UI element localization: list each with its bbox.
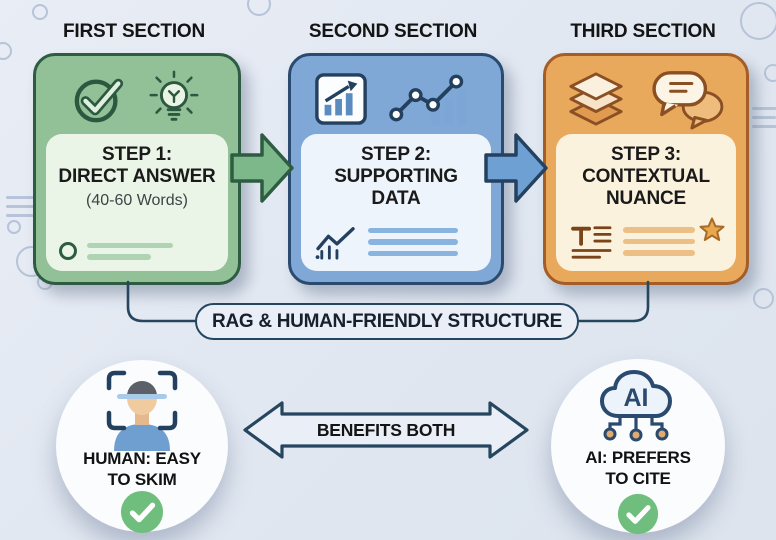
- step2-card: STEP 2: SUPPORTING DATA: [288, 53, 504, 285]
- line-chart-dots-icon: [389, 74, 467, 126]
- bar-chart-icon: [315, 73, 367, 125]
- ai-label: AI: PREFERS TO CITE: [551, 447, 725, 489]
- placeholder-lines: [87, 242, 173, 260]
- human-label-line1: HUMAN: EASY: [83, 449, 201, 468]
- ai-label-line2: TO CITE: [605, 469, 671, 488]
- decorative-circle: [753, 288, 774, 309]
- step3-placeholder-row: [569, 217, 725, 260]
- section-header-second: SECOND SECTION: [308, 21, 478, 42]
- ai-cloud-icon: AI: [600, 370, 672, 442]
- human-label-line2: TO SKIM: [107, 470, 177, 489]
- placeholder-line: [368, 227, 458, 234]
- step2-placeholder-row: [314, 224, 458, 260]
- step1-panel: STEP 1: DIRECT ANSWER (40-60 Words): [46, 134, 228, 271]
- step1-card: STEP 1: DIRECT ANSWER (40-60 Words): [33, 53, 241, 285]
- structure-banner-label: RAG & HUMAN-FRIENDLY STRUCTURE: [212, 310, 562, 332]
- chat-bubbles-icon: [652, 71, 724, 130]
- decorative-line: [6, 214, 48, 217]
- text-block-icon: [571, 226, 612, 259]
- structure-banner: RAG & HUMAN-FRIENDLY STRUCTURE: [195, 303, 579, 340]
- step1-subtitle: (40-60 Words): [86, 192, 188, 209]
- section-header-third: THIRD SECTION: [570, 21, 716, 42]
- placeholder-line: [87, 254, 151, 260]
- benefits-arrow: BENEFITS BOTH: [242, 396, 530, 464]
- placeholder-line: [87, 242, 173, 248]
- step3-card: STEP 3: CONTEXTUAL NUANCE: [543, 53, 749, 285]
- placeholder-line: [623, 238, 695, 245]
- step2-panel: STEP 2: SUPPORTING DATA: [301, 134, 491, 271]
- step2-title-line1: STEP 2:: [360, 144, 432, 165]
- step1-title-line1: STEP 1:: [101, 144, 173, 165]
- check-badge-icon: [120, 490, 164, 534]
- step1-placeholder-row: [59, 242, 173, 260]
- mini-chart-icon: [315, 227, 355, 260]
- double-arrow-icon: [243, 401, 529, 459]
- step2-title: STEP 2: SUPPORTING DATA: [301, 144, 491, 210]
- ai-label-line1: AI: PREFERS: [585, 448, 691, 467]
- arrow-step2-to-step3: [484, 133, 548, 203]
- decorative-circle: [0, 42, 12, 60]
- step1-title-line2: DIRECT ANSWER: [58, 166, 216, 187]
- check-badge-icon: [617, 493, 659, 535]
- step1-icon-row: [36, 66, 238, 132]
- decorative-line: [6, 205, 44, 208]
- layers-icon: [569, 72, 623, 126]
- placeholder-line: [623, 227, 695, 233]
- step2-title-line3: DATA: [371, 188, 421, 209]
- step3-title-line1: STEP 3:: [610, 144, 682, 165]
- decorative-circle: [764, 64, 776, 82]
- section-header-first: FIRST SECTION: [62, 21, 205, 42]
- arrow-step1-to-step2: [230, 133, 294, 203]
- step3-panel: STEP 3: CONTEXTUAL NUANCE: [556, 134, 736, 271]
- ai-circle: AI AI: PREFERS TO CITE: [551, 359, 725, 535]
- step2-icon-row: [291, 66, 501, 132]
- lightbulb-icon: [149, 70, 199, 121]
- step3-icon-row: [546, 66, 746, 132]
- placeholder-line: [368, 239, 458, 245]
- step1-title: STEP 1: DIRECT ANSWER: [46, 144, 228, 188]
- decorative-line: [752, 107, 776, 110]
- placeholder-line: [623, 250, 695, 256]
- ai-cloud-text: AI: [624, 384, 649, 412]
- decorative-circle: [247, 0, 271, 16]
- face-scan-icon: [106, 370, 178, 451]
- human-circle: HUMAN: EASY TO SKIM: [56, 360, 228, 534]
- decorative-line: [6, 196, 48, 199]
- check-circle-icon: [74, 78, 124, 123]
- bullet-dot: [59, 242, 77, 260]
- step2-title-line2: SUPPORTING: [334, 166, 458, 187]
- decorative-circle: [32, 4, 48, 20]
- placeholder-lines: [368, 227, 458, 257]
- human-label: HUMAN: EASY TO SKIM: [56, 448, 228, 490]
- step3-title-line2: CONTEXTUAL: [582, 166, 710, 187]
- star-icon: [699, 217, 725, 241]
- benefits-label: BENEFITS BOTH: [316, 420, 456, 440]
- placeholder-line: [368, 250, 458, 257]
- decorative-line: [752, 125, 776, 128]
- decorative-circle: [7, 220, 21, 234]
- decorative-circle: [740, 2, 776, 40]
- placeholder-lines: [623, 227, 695, 256]
- step3-title: STEP 3: CONTEXTUAL NUANCE: [556, 144, 736, 210]
- decorative-line: [752, 116, 776, 119]
- step3-title-line3: NUANCE: [605, 188, 687, 209]
